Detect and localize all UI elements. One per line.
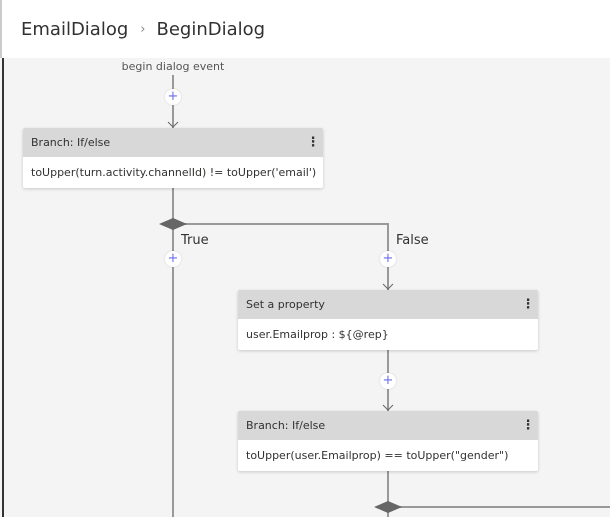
breadcrumb-item-emaildialog[interactable]: EmailDialog [21,18,129,40]
branch-diamond [159,218,187,230]
add-action-button[interactable]: + [165,89,181,105]
connector [173,223,389,290]
event-label: begin dialog event [121,60,225,73]
breadcrumb-item-begindialog[interactable]: BeginDialog [156,18,266,40]
card-title: Branch: If/else [246,419,326,432]
chevron-right-icon: › [140,21,146,37]
action-card-branch[interactable]: Branch: If/else ⋮ toUpper(user.Emailprop)… [238,411,538,471]
more-icon[interactable]: ⋮ [521,297,535,312]
arrow-icon [167,121,179,128]
add-action-button[interactable]: + [165,251,181,267]
card-title: Set a property [246,298,325,311]
card-title: Branch: If/else [31,136,111,149]
branch-diamond [374,501,402,513]
false-branch-label: False [396,233,429,248]
breadcrumb: EmailDialog › BeginDialog [0,0,610,58]
arrow-icon [382,404,394,411]
card-body: toUpper(turn.activity.channelId) != toUp… [31,166,317,179]
add-action-button[interactable]: + [380,373,396,389]
more-icon[interactable]: ⋮ [521,418,535,433]
action-card-set-property[interactable]: Set a property ⋮ user.Emailprop : ${@rep} [238,290,538,350]
card-body: toUpper(user.Emailprop) == toUpper("gend… [246,449,509,462]
add-action-button[interactable]: + [380,251,396,267]
card-body: user.Emailprop : ${@rep} [246,328,389,341]
action-card-branch[interactable]: Branch: If/else ⋮ toUpper(turn.activity.c… [23,128,323,188]
arrow-icon [382,283,394,290]
more-icon[interactable]: ⋮ [306,135,320,150]
true-branch-label: True [181,233,209,248]
left-border [2,58,4,517]
